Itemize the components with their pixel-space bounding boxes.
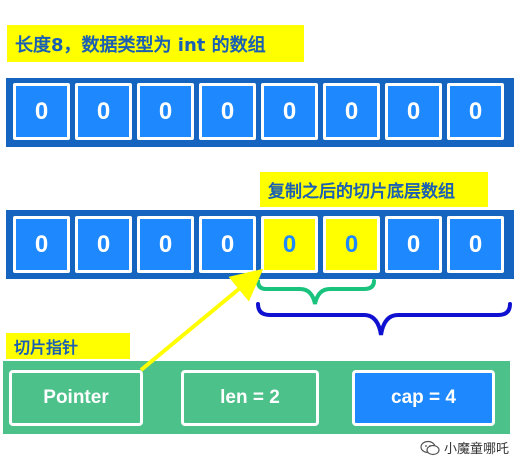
pointer-arrow xyxy=(139,268,264,372)
original-array-cell-3: 0 xyxy=(199,83,256,140)
len-brace xyxy=(256,279,376,305)
copied-array-cell-1: 0 xyxy=(75,216,132,273)
pointer-field: Pointer xyxy=(9,370,143,426)
copied-array-cell-0: 0 xyxy=(13,216,70,273)
watermark: 小魔童哪吒 xyxy=(420,438,509,457)
len-field: len = 2 xyxy=(181,370,319,426)
original-array-cell-7: 0 xyxy=(447,83,504,140)
original-array-cell-1: 0 xyxy=(75,83,132,140)
original-array-cell-2: 0 xyxy=(137,83,194,140)
cap-field: cap = 4 xyxy=(352,370,495,426)
array-caption-label: 长度8，数据类型为 int 的数组 xyxy=(7,25,304,62)
copied-array-caption-label: 复制之后的切片底层数组 xyxy=(260,172,488,207)
copied-array-cell-5: 0 xyxy=(323,216,380,273)
original-array-cell-0: 0 xyxy=(13,83,70,140)
original-array-cell-4: 0 xyxy=(261,83,318,140)
copied-array-cell-7: 0 xyxy=(447,216,504,273)
wechat-icon xyxy=(420,440,440,455)
watermark-text: 小魔童哪吒 xyxy=(443,442,509,457)
copied-array-cell-3: 0 xyxy=(199,216,256,273)
cap-brace xyxy=(256,302,512,336)
copied-array-cell-6: 0 xyxy=(385,216,442,273)
slice-pointer-caption-label: 切片指针 xyxy=(6,333,130,359)
original-array-cell-6: 0 xyxy=(385,83,442,140)
original-array-cell-5: 0 xyxy=(323,83,380,140)
copied-array-cell-2: 0 xyxy=(137,216,194,273)
copied-array-cell-4: 0 xyxy=(261,216,318,273)
